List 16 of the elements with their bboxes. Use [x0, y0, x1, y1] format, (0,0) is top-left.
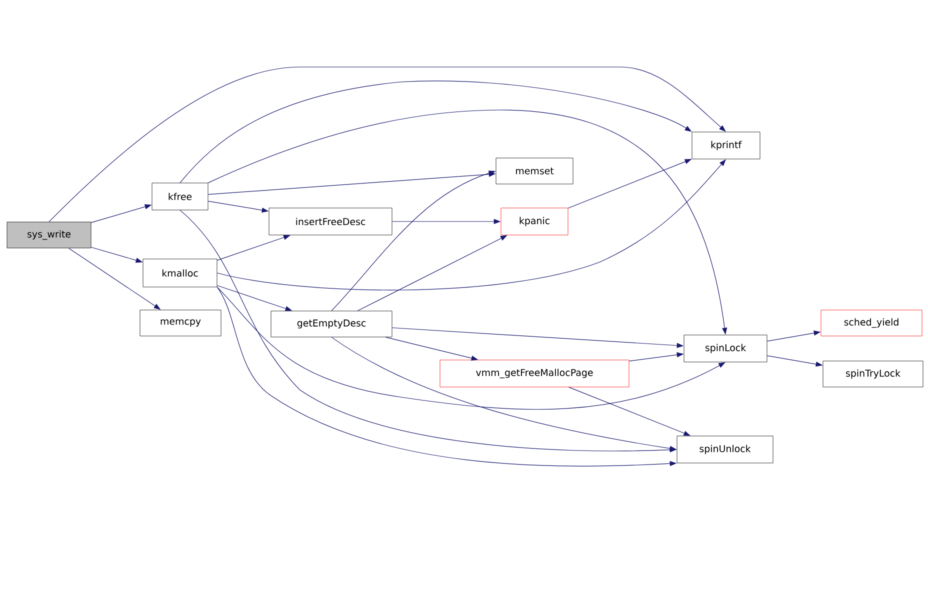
function-box: vmm_getFreeMallocPage — [440, 360, 630, 388]
function-box: spinUnlock — [676, 436, 774, 464]
function-box: kfree — [152, 182, 208, 210]
function-box: kmalloc — [142, 258, 218, 288]
function-box: memcpy — [140, 310, 222, 336]
function-box: sched_yield — [820, 310, 922, 336]
function-box: spinTryLock — [822, 360, 924, 388]
function-box: spinLock — [684, 334, 768, 362]
function-box: insertFreeDesc — [268, 208, 392, 236]
function-box: kpanic — [500, 208, 568, 236]
function-box: sys_write — [6, 222, 92, 248]
arrow — [216, 286, 726, 410]
function-box: kprintf — [692, 132, 760, 160]
function-box: getEmptyDesc — [270, 310, 392, 338]
function-box: memset — [496, 158, 574, 184]
arrow — [48, 66, 726, 222]
